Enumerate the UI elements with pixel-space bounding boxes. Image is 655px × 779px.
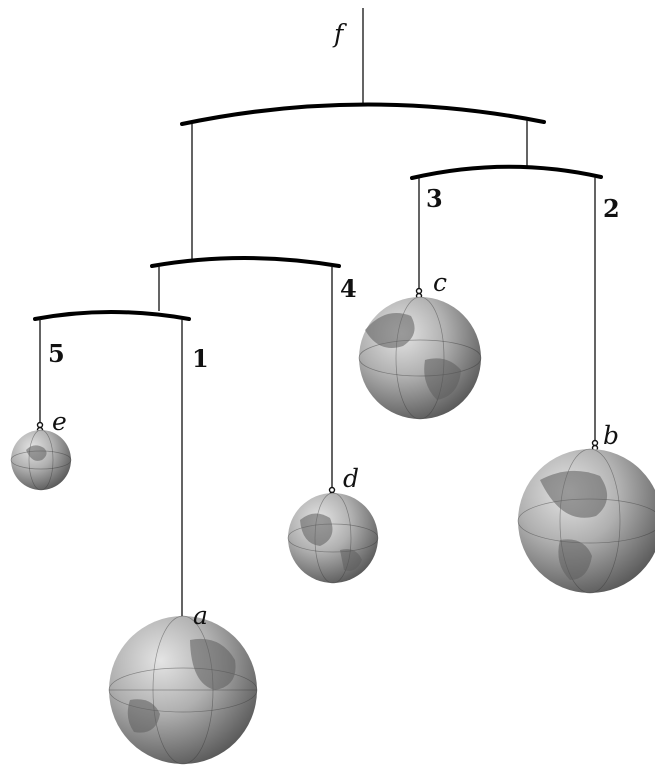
arm-label-2: 2 xyxy=(603,194,620,223)
lower-bar xyxy=(33,310,191,321)
arm-label-3: 3 xyxy=(426,184,443,213)
right-bar xyxy=(410,164,603,180)
globe-c xyxy=(358,296,482,420)
globe-d xyxy=(287,492,379,584)
label-b: b xyxy=(603,421,619,450)
label-f: f xyxy=(332,19,347,48)
arm-label-1: 1 xyxy=(192,344,209,373)
globe-a xyxy=(108,615,258,765)
globe-b xyxy=(517,448,655,594)
arm-label-5: 5 xyxy=(48,339,65,368)
label-c: c xyxy=(433,268,447,297)
middle-bar xyxy=(150,256,341,268)
globe-e xyxy=(10,429,72,491)
label-e: e xyxy=(52,407,67,436)
arm-label-4: 4 xyxy=(340,274,357,303)
label-a: a xyxy=(193,601,208,630)
label-d: d xyxy=(343,464,359,493)
hook-b xyxy=(591,439,599,452)
top-bar xyxy=(180,102,546,126)
